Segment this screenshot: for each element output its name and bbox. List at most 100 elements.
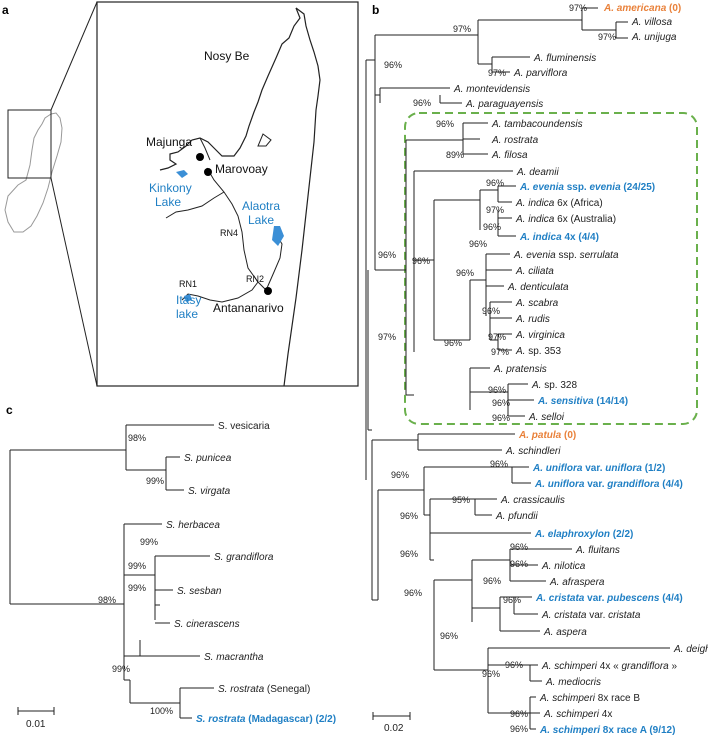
place-antananarivo: Antananarivo xyxy=(213,301,284,315)
tree-b-support-value: 96% xyxy=(492,413,510,423)
tree-c-branches xyxy=(9,424,214,719)
tree-c-scale-label: 0.01 xyxy=(26,719,46,730)
tree-b-support-value: 96% xyxy=(400,511,418,521)
inset-madagascar-outline xyxy=(4,1,98,387)
lake-itasy-line2: lake xyxy=(176,307,198,321)
tree-b-support-value: 96% xyxy=(486,178,504,188)
tree-b-support-value: 96% xyxy=(469,239,487,249)
panel-label-a: a xyxy=(2,3,9,17)
tree-b-leaf-label: A. schimperi 8x race B xyxy=(539,693,640,704)
tree-b-support-value: 96% xyxy=(444,338,462,348)
inset-highlight-box xyxy=(7,109,52,179)
tree-b-leaf-label: A. rostrata xyxy=(491,135,539,146)
lake-symbols xyxy=(176,170,284,302)
tree-b-leaf-label: A. schimperi 8x race A (9/12) xyxy=(539,725,675,736)
tree-b-leaf-label: A. sp. 328 xyxy=(531,380,577,391)
tree-b-support-value: 96% xyxy=(378,250,396,260)
tree-c-leaf-label: S. herbacea xyxy=(166,520,220,531)
tree-b-leaf-label: A. schindleri xyxy=(505,446,561,457)
tree-b-scale-label: 0.02 xyxy=(384,723,404,734)
tree-b-leaf-label: A. filosa xyxy=(491,150,528,161)
tree-b-leaf-label: A. cristata var. pubescens (4/4) xyxy=(535,593,683,604)
tree-b-leaf-label: A. pfundii xyxy=(495,511,538,522)
road-rn4: RN4 xyxy=(220,228,238,238)
tree-b-scale-bar: 0.02 xyxy=(372,712,411,734)
place-nosybe: Nosy Be xyxy=(204,49,250,63)
tree-b-support-value: 96% xyxy=(505,660,523,670)
tree-b-leaf-label: A. indica 6x (Australia) xyxy=(515,214,616,225)
tree-b-support-value: 96% xyxy=(413,98,431,108)
tree-b-leaf-label: A. uniflora var. uniflora (1/2) xyxy=(532,463,665,474)
tree-c-support-value: 99% xyxy=(128,561,146,571)
tree-b-leaf-label: A. fluminensis xyxy=(533,53,596,64)
tree-b-leaf-label: A. parviflora xyxy=(513,68,568,79)
tree-b-support-value: 96% xyxy=(404,588,422,598)
road-rn2: RN2 xyxy=(246,274,264,284)
tree-b-support-value: 96% xyxy=(482,306,500,316)
tree-b-leaf-label: A. deightonii xyxy=(673,644,708,655)
tree-b-leaf-label: A. nilotica xyxy=(541,561,586,572)
tree-b-support-value: 96% xyxy=(482,669,500,679)
tree-b-support-value: 96% xyxy=(492,398,510,408)
tree-c-support-value: 99% xyxy=(128,583,146,593)
tree-b-leaf-label: A. americana (0) xyxy=(603,3,681,14)
tree-b-leaf-label: A. schimperi 4x xyxy=(543,709,612,720)
tree-b-leaf-label: A. indica 4x (4/4) xyxy=(519,232,599,243)
tree-b-support-values: 97%97%97%97%96%96%96%89%96%96%97%96%96%9… xyxy=(378,3,616,734)
itasy-lake-shape xyxy=(184,294,192,302)
kinkony-lake-shape xyxy=(176,170,188,178)
tree-b-leaf-label: A. pratensis xyxy=(493,364,547,375)
tree-b-support-value: 97% xyxy=(486,205,504,215)
marovoay-marker xyxy=(204,168,212,176)
lake-kinkony-line2: Lake xyxy=(155,195,181,209)
tree-b-leaf-label: A. aspera xyxy=(543,627,587,638)
tree-b-support-value: 96% xyxy=(412,256,430,266)
tree-c-leaf-label: S. sesban xyxy=(177,586,222,597)
tree-b-support-value: 97% xyxy=(491,347,509,357)
tree-b-support-value: 96% xyxy=(510,559,528,569)
tree-c-support-values: 98%99%99%99%99%98%99%100% xyxy=(98,433,173,716)
tree-b-leaf-label: A. selloi xyxy=(528,412,565,423)
tree-c-leaf-label: S. macrantha xyxy=(204,652,264,663)
tree-b-support-value: 96% xyxy=(391,470,409,480)
place-majunga: Majunga xyxy=(146,135,192,149)
tree-b-leaf-label: A. schimperi 4x « grandiflora » xyxy=(541,661,678,672)
tree-b-leaf-label: A. fluitans xyxy=(575,545,620,556)
tree-b-leaf-label: A. sensitiva (14/14) xyxy=(537,396,628,407)
road-rn1: RN1 xyxy=(179,279,197,289)
tree-b-leaf-label: A. virginica xyxy=(515,330,565,341)
tree-b-leaf-label: A. elaphroxylon (2/2) xyxy=(534,529,633,540)
tree-b-support-value: 96% xyxy=(483,222,501,232)
tree-b-support-value: 96% xyxy=(510,709,528,719)
tree-b-support-value: 97% xyxy=(488,332,506,342)
tree-b-leaf-label: A. evenia ssp. serrulata xyxy=(513,250,619,261)
antananarivo-marker xyxy=(264,287,272,295)
tree-b-leaf-label: A. denticulata xyxy=(507,282,569,293)
tree-b-leaf-label: A. afraspera xyxy=(549,577,605,588)
lake-kinkony-line1: Kinkony xyxy=(149,181,192,195)
tree-c-scale-bar: 0.01 xyxy=(17,707,55,730)
tree-c-leaf-label: S. rostrata (Madagascar) (2/2) xyxy=(196,714,336,725)
panel-label-c: c xyxy=(6,403,13,417)
tree-b-support-value: 97% xyxy=(488,68,506,78)
tree-c-leaf-label: S. grandiflora xyxy=(214,552,274,563)
tree-b-support-value: 97% xyxy=(569,3,587,13)
panel-label-b: b xyxy=(372,3,379,17)
majunga-marker xyxy=(196,153,204,161)
madagascar-coastline xyxy=(159,7,321,387)
tree-b-support-value: 96% xyxy=(400,549,418,559)
tree-b-support-value: 97% xyxy=(453,24,471,34)
tree-b-leaf-label: A. villosa xyxy=(631,17,672,28)
tree-b-leaf-label: A. patula (0) xyxy=(518,430,576,441)
tree-b-leaf-label: A. rudis xyxy=(515,314,550,325)
tree-b-support-value: 96% xyxy=(510,724,528,734)
tree-b-support-value: 97% xyxy=(378,332,396,342)
tree-b-support-value: 96% xyxy=(456,268,474,278)
town-markers xyxy=(196,153,272,295)
tree-b-leaf-label: A. crassicaulis xyxy=(500,495,565,506)
tree-c-leaf-label: S. punicea xyxy=(184,453,232,464)
tree-c-leaf-label: S. vesicaria xyxy=(218,421,270,432)
